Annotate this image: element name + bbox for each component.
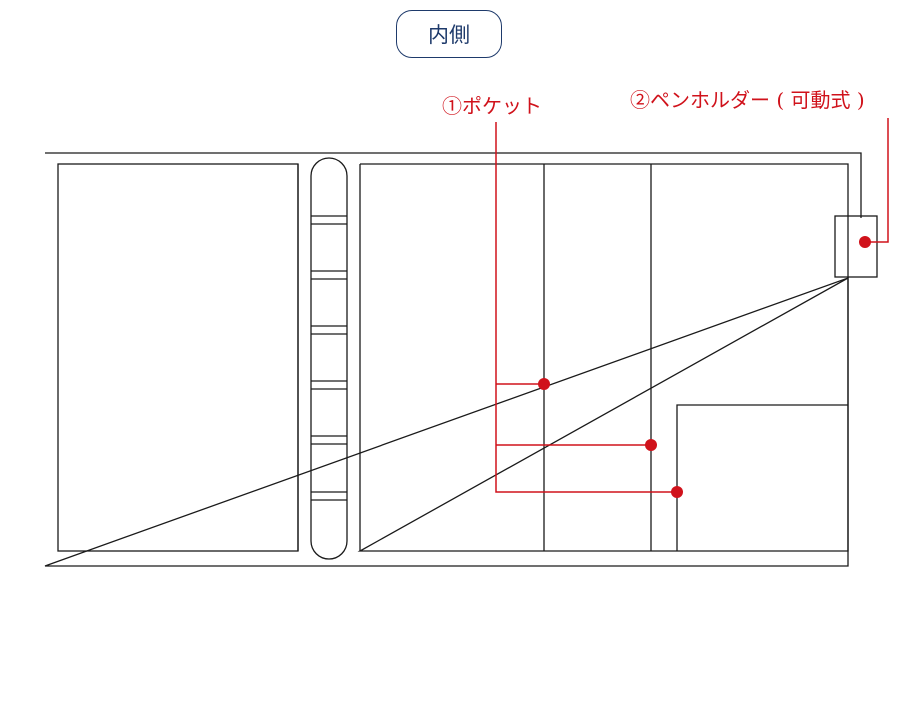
pen-holder [834,215,878,278]
marker-dot-pocket-2 [645,439,657,451]
small-pocket-outline [676,404,848,551]
leader-line-pen-holder [865,118,889,243]
ring-segment [311,215,347,225]
marker-dot-pocket-3 [671,486,683,498]
ring-segment [311,435,347,445]
binder-outer-outline [44,152,862,567]
ring-segment [311,491,347,501]
marker-dot-pen-holder [859,236,871,248]
marker-dot-pocket-1 [538,378,550,390]
ring-rail [310,157,348,560]
title-badge: 内側 [396,10,502,58]
right-inner-panel [357,163,849,552]
ring-segment [311,270,347,280]
leader-line-pocket [495,122,677,493]
ring-segment [311,325,347,335]
page-title: 内側 [428,23,470,47]
ring-segment [311,380,347,390]
callout-pocket-label: ①ポケット [442,94,542,118]
callout-pen-holder-label: ②ペンホルダー ( 可動式 ) [630,88,865,112]
left-inner-panel [57,163,299,552]
